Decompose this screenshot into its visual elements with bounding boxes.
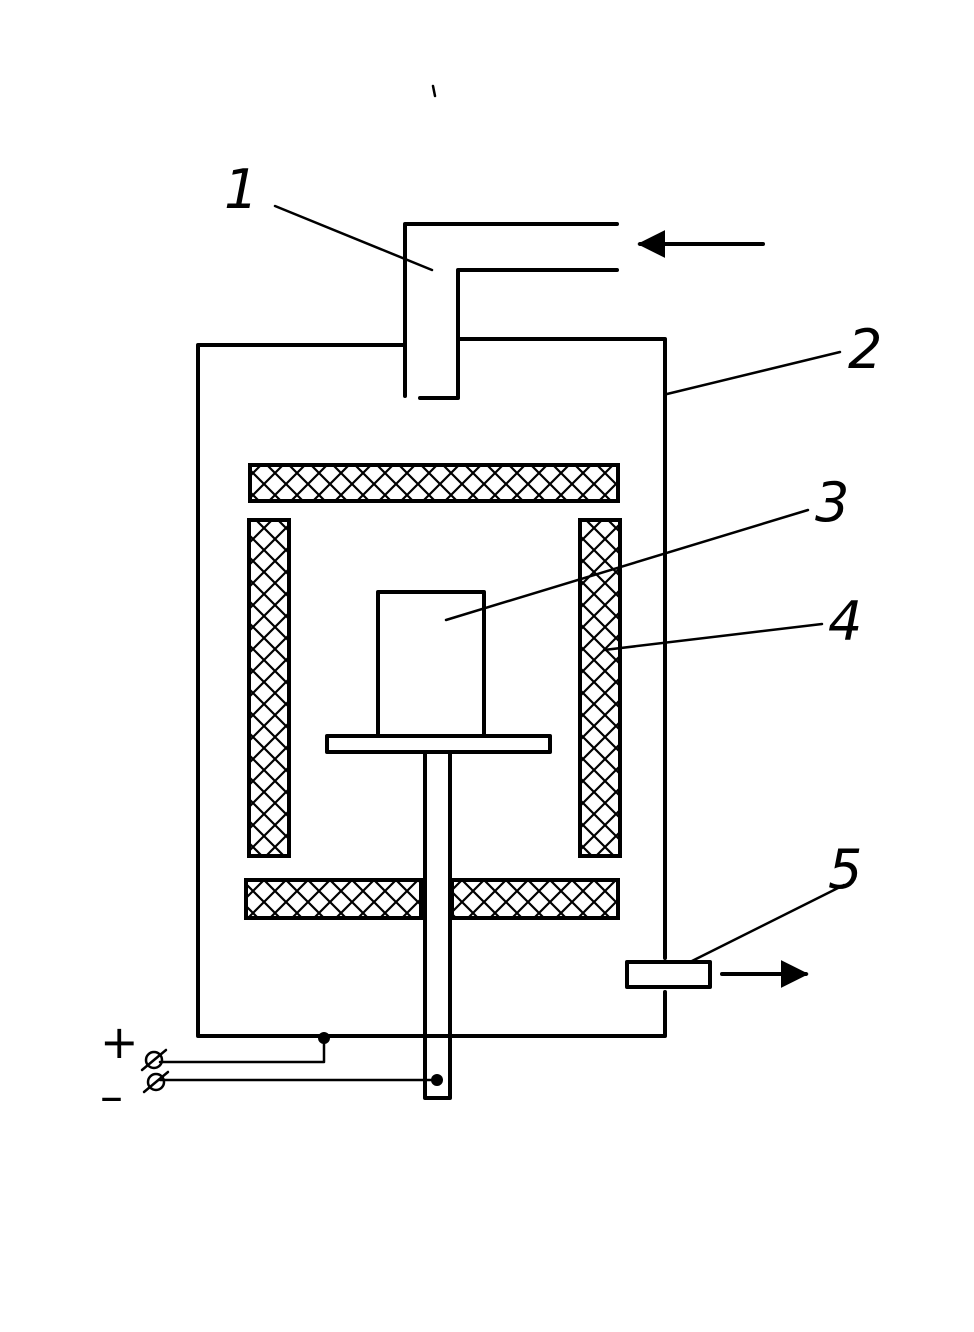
heater-bar-top xyxy=(248,463,620,503)
heater-bar-bottom-left xyxy=(244,878,423,920)
stray-mark xyxy=(431,84,437,98)
negative-junction xyxy=(431,1074,443,1086)
label-5: 5 xyxy=(828,838,862,901)
outlet-port xyxy=(625,960,712,989)
leader-1 xyxy=(273,204,434,272)
label-2: 2 xyxy=(848,318,882,381)
positive-terminal-icon xyxy=(140,1048,168,1072)
leader-2 xyxy=(665,350,842,396)
label-4: 4 xyxy=(828,590,862,653)
heater-bar-left xyxy=(247,518,291,858)
negative-terminal-icon xyxy=(142,1070,170,1094)
leader-5 xyxy=(688,883,846,964)
leader-3 xyxy=(444,508,810,622)
positive-wire xyxy=(158,1034,326,1064)
heater-bar-right xyxy=(578,518,622,858)
label-3: 3 xyxy=(815,471,849,534)
positive-sign: + xyxy=(100,1015,139,1069)
negative-sign: – xyxy=(100,1069,123,1123)
label-1: 1 xyxy=(224,158,258,221)
holder-plate xyxy=(325,734,552,754)
heater-bar-bottom-right xyxy=(450,878,620,920)
positive-junction xyxy=(318,1032,330,1044)
holder-rod xyxy=(423,750,452,1100)
leader-4 xyxy=(602,622,824,652)
inlet-pipe xyxy=(403,222,619,400)
chamber-wall xyxy=(196,337,667,1038)
